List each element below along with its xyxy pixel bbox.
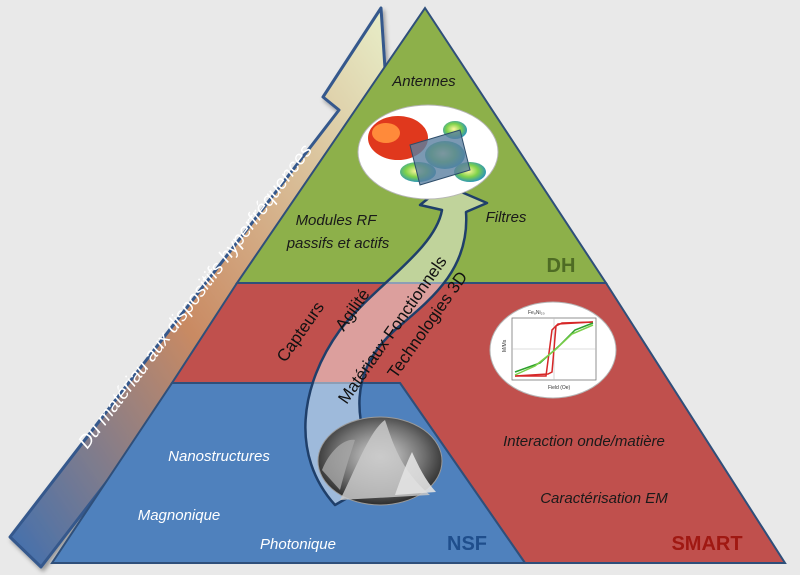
nsf-item-photonique: Photonique <box>260 536 336 553</box>
smart-item-caracterisation: Caractérisation EM <box>540 490 668 507</box>
dh-code: DH <box>547 255 576 277</box>
nsf-code: NSF <box>447 533 487 555</box>
dh-item-filtres: Filtres <box>486 209 527 226</box>
hysteresis-xlabel: Field (Oe) <box>548 385 571 391</box>
hysteresis-ylabel: M/Ms <box>502 339 508 352</box>
nsf-item-magnonique: Magnonique <box>138 507 221 524</box>
dh-modules-line1: Modules RF <box>296 212 378 229</box>
hysteresis-title: Fe₈Ni₂₀ <box>528 310 545 316</box>
dh-modules-line2: passifs et actifs <box>286 235 390 252</box>
dh-item-antennes: Antennes <box>391 73 456 90</box>
nsf-item-nanostructures: Nanostructures <box>168 448 270 465</box>
antenna-radiation-image <box>357 104 499 200</box>
sem-image <box>317 416 443 506</box>
smart-item-interaction: Interaction onde/matière <box>503 433 665 450</box>
smart-code: SMART <box>671 533 742 555</box>
hysteresis-plot-image: Fe₈Ni₂₀ Field (Oe) M/Ms <box>489 301 617 399</box>
